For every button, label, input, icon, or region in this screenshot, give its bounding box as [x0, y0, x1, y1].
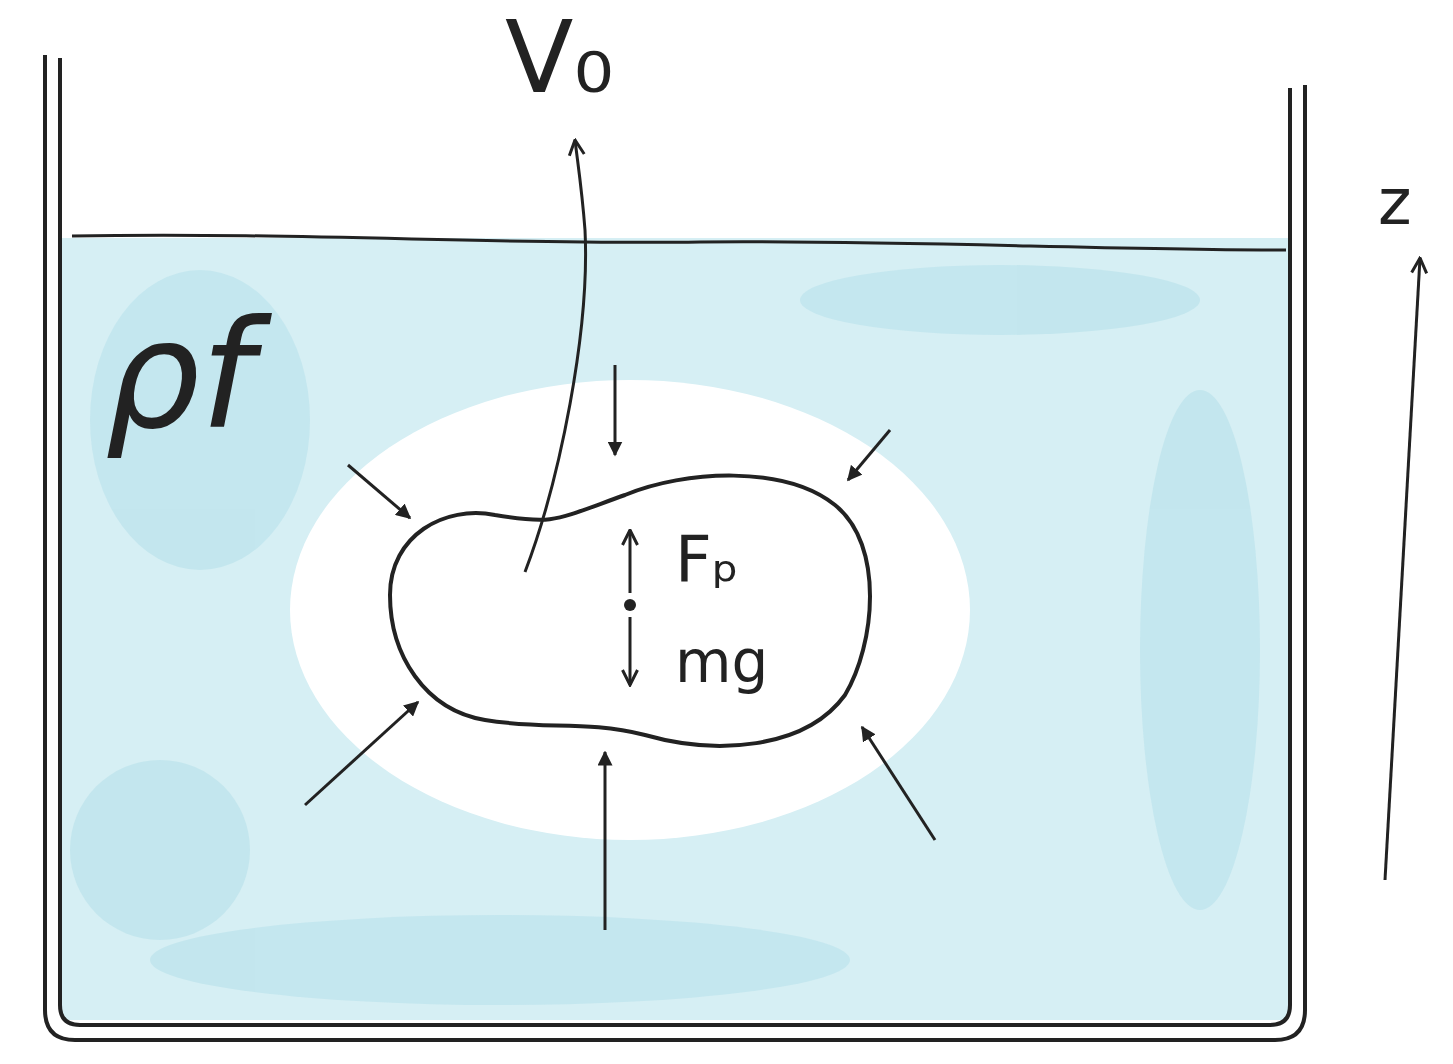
pressure-arrows	[305, 365, 935, 930]
pressure-force-label: Fₚ	[675, 527, 739, 591]
z-axis	[1385, 258, 1420, 880]
fluid-shading	[70, 265, 1260, 1005]
immersed-body-outline	[385, 465, 875, 750]
container: ρfFₚ mg	[30, 50, 1320, 1055]
outline	[390, 476, 870, 746]
fluid-surface	[72, 235, 1286, 250]
weight-label: mg	[675, 633, 768, 691]
velocity-label: V₀	[505, 8, 614, 108]
axis-label: z	[1378, 170, 1412, 234]
clear-region	[290, 380, 970, 840]
fluid	[62, 238, 1288, 1020]
body-fill	[390, 476, 870, 746]
velocity-arrow	[525, 140, 586, 572]
density-label: ρf	[105, 300, 253, 450]
outline	[45, 55, 1305, 1040]
immersed-body: Fₚ mg	[385, 465, 875, 750]
force-vectors	[624, 530, 636, 685]
